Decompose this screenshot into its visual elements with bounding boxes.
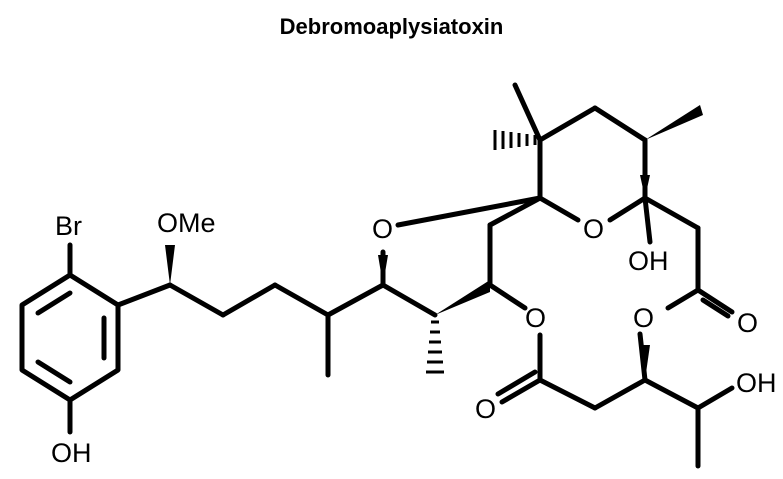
- atom-label-br: Br: [55, 211, 82, 241]
- atom-label-oh-hemiketal: OH: [628, 246, 669, 276]
- hashed-bonds: [426, 130, 537, 374]
- atom-label-oh-side: OH: [736, 368, 777, 398]
- atom-label-o-carbonyl-left: O: [475, 394, 496, 424]
- atom-label-o-ester-right: O: [633, 303, 654, 333]
- atom-label-o-ester-left: O: [525, 303, 546, 333]
- atom-label-o-carbonyl-right: O: [737, 308, 758, 338]
- atom-label-oh-phenol: OH: [51, 438, 92, 468]
- atom-label-o-thf: O: [372, 214, 393, 244]
- atom-labels: Br OMe OH O O OH O O O O OH: [51, 208, 777, 468]
- bond-lines: [19, 82, 735, 469]
- atom-label-o-pyran: O: [583, 214, 604, 244]
- atom-label-ome: OMe: [157, 208, 216, 238]
- diagram-title: Debromoaplysiatoxin: [279, 14, 504, 39]
- wedge-bonds: [165, 105, 703, 380]
